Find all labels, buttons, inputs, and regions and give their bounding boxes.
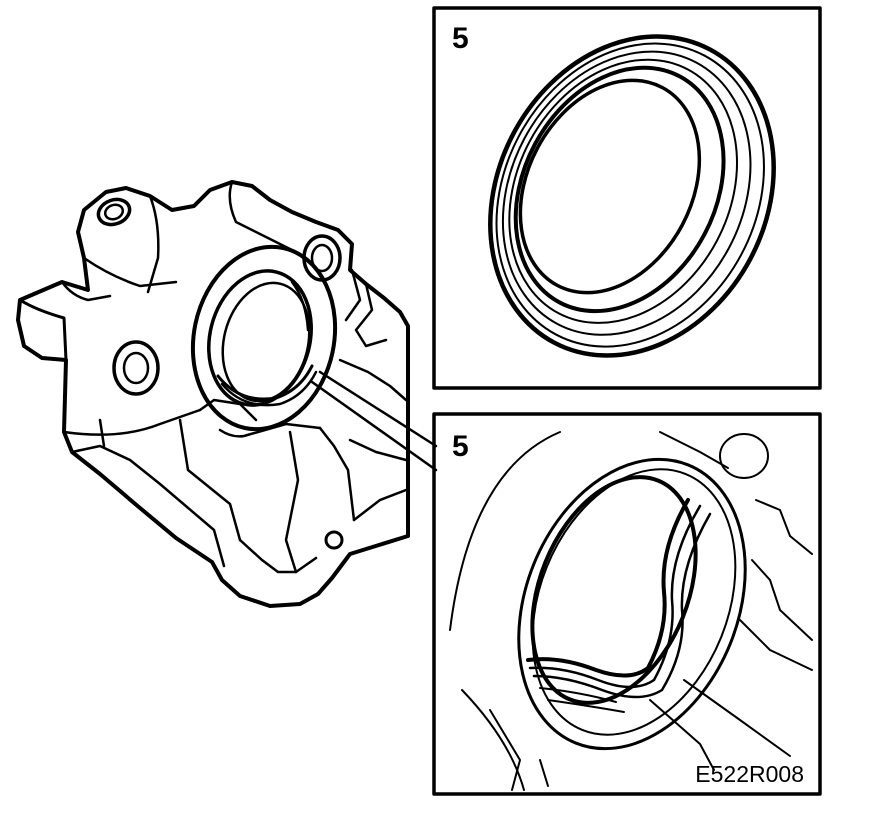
panel-label-bottom: 5 [452,430,469,463]
caliper-illustration [16,180,410,608]
seal-in-bore-illustration [449,431,813,791]
seal-ring-illustration [488,34,776,358]
callout-leader-lines [310,370,438,472]
detail-panel-top: 5 [432,6,822,390]
detail-panel-bottom: 5 E522R008 [432,412,822,796]
figure-code: E522R008 [695,761,804,787]
panel-label-top: 5 [452,22,469,55]
